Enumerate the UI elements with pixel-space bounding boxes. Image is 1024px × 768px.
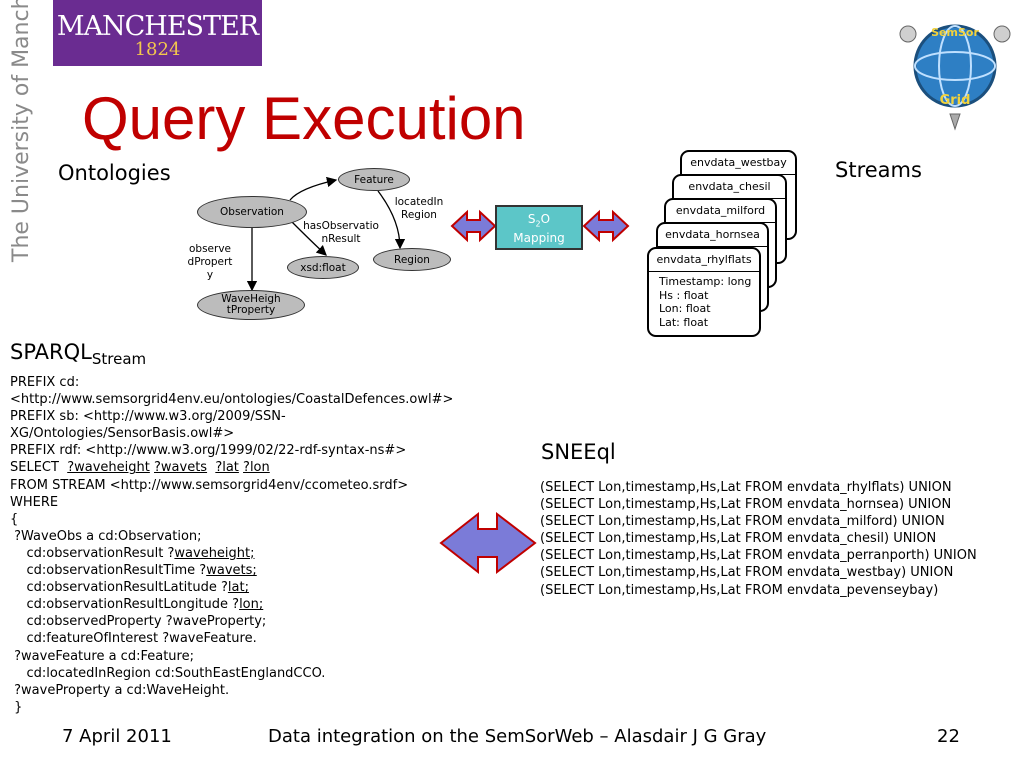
sparql-var: lat;	[227, 580, 249, 596]
ontologies-label: Ontologies	[58, 161, 171, 185]
sparql-line: }	[10, 699, 23, 715]
edge-label-has-observation-result: hasObservatio nResult	[303, 220, 379, 245]
double-arrow-icon	[439, 511, 537, 575]
sparql-line: FROM STREAM <http://www.semsorgrid4env/c…	[10, 477, 409, 493]
footer-page-number: 22	[937, 726, 960, 747]
sneeql-line: (SELECT Lon,timestamp,Hs,Lat FROM envdat…	[540, 548, 977, 564]
sparql-line: WHERE	[10, 494, 59, 510]
node-waveheight-property: WaveHeigh tProperty	[197, 290, 305, 320]
edge-label-located-in-region: locatedIn Region	[394, 196, 444, 221]
sneeql-line: (SELECT Lon,timestamp,Hs,Lat FROM envdat…	[540, 582, 939, 598]
sparql-line: cd:observationResultLongitude ?lon;	[10, 596, 453, 613]
sparql-var: lon;	[239, 597, 264, 613]
logo-year: 1824	[134, 39, 181, 60]
sneeql-line: (SELECT Lon,timestamp,Hs,Lat FROM envdat…	[540, 497, 952, 513]
streams-label: Streams	[835, 158, 922, 182]
mapping-s: S	[527, 212, 536, 226]
sneeql-line: (SELECT Lon,timestamp,Hs,Lat FROM envdat…	[540, 480, 952, 495]
node-region: Region	[373, 248, 451, 271]
edge-observation-feature	[289, 176, 338, 201]
sparql-line: cd:observationResult ?waveheight;	[10, 545, 453, 562]
sparql-query: PREFIX cd: <http://www.semsorgrid4env.eu/…	[10, 374, 453, 716]
sparql-line: PREFIX cd:	[10, 375, 80, 390]
edge-label-observed-property: observe dPropert y	[187, 243, 233, 281]
logo-name: MANCHESTER	[56, 11, 259, 42]
sneeql-heading: SNEEql	[541, 440, 616, 464]
sparql-heading: SPARQLStream	[10, 340, 146, 368]
sparql-line: cd:locatedInRegion cd:SouthEastEnglandCC…	[10, 665, 326, 681]
sparql-select-line: SELECT ?waveheight ?wavets ?lat ?lon	[10, 459, 453, 476]
stream-fields: Timestamp: long Hs : float Lon: float La…	[659, 275, 752, 329]
sparql-heading-text: SPARQL	[10, 340, 92, 364]
sparql-text: cd:observationResultLongitude ?	[10, 597, 240, 613]
sparql-line: XG/Ontologies/SensorBasis.owl#>	[10, 426, 235, 442]
sneeql-query: (SELECT Lon,timestamp,Hs,Lat FROM envdat…	[540, 479, 1024, 599]
sparql-line: ?waveProperty a cd:WaveHeight.	[10, 682, 230, 698]
select-keyword: SELECT	[10, 460, 64, 476]
sparql-line: {	[10, 511, 19, 527]
s2o-mapping-box: S2O Mapping	[495, 205, 583, 250]
select-var: ?lon	[243, 460, 270, 476]
select-var: ?wavets	[154, 460, 208, 476]
sparql-text: cd:observationResultTime ?	[10, 563, 207, 579]
slide-title: Query Execution	[82, 85, 526, 152]
sparql-line: cd:observedProperty ?waveProperty;	[10, 614, 267, 630]
sneeql-line: (SELECT Lon,timestamp,Hs,Lat FROM envdat…	[540, 531, 937, 547]
sneeql-line: (SELECT Lon,timestamp,Hs,Lat FROM envdat…	[540, 514, 945, 530]
edge-feature-region	[377, 190, 406, 250]
satellite-icon	[993, 25, 1011, 43]
select-var: ?waveheight	[67, 460, 150, 476]
mapping-label: Mapping	[513, 231, 565, 246]
mapping-o: O	[540, 212, 551, 226]
stream-name: envdata_chesil	[674, 176, 785, 199]
double-arrow-icon	[582, 209, 630, 243]
double-arrow-icon	[450, 209, 497, 243]
sneeql-line: (SELECT Lon,timestamp,Hs,Lat FROM envdat…	[540, 565, 954, 581]
sparql-line: ?WaveObs a cd:Observation;	[10, 528, 202, 544]
sparql-var: waveheight;	[174, 545, 255, 561]
sparql-line: PREFIX rdf: <http://www.w3.org/1999/02/2…	[10, 443, 407, 459]
sparql-line: cd:observationResultTime ?wavets;	[10, 562, 453, 579]
manchester-logo: MANCHESTER 1824	[53, 0, 262, 66]
sparql-var: wavets;	[206, 563, 257, 579]
sparql-line: ?waveFeature a cd:Feature;	[10, 648, 194, 664]
stream-name: envdata_milford	[666, 200, 775, 223]
mapping-sub: 2	[535, 219, 541, 229]
sparql-heading-sub: Stream	[91, 350, 147, 369]
sparql-line: cd:observationResultLatitude ?lat;	[10, 579, 453, 596]
edge-observation-xsdfloat	[291, 221, 327, 256]
semsorgrid-logo: SemSor Grid	[899, 24, 1011, 131]
sparql-line: PREFIX sb: <http://www.w3.org/2009/SSN-	[10, 409, 286, 425]
stream-name: envdata_westbay	[682, 152, 795, 175]
sparql-text: cd:observationResult ?	[10, 545, 175, 561]
footer-title: Data integration on the SemSorWeb – Alas…	[268, 726, 767, 747]
sparql-text: cd:observationResultLatitude ?	[10, 580, 228, 596]
node-feature: Feature	[338, 168, 410, 191]
satellite-icon	[899, 25, 917, 43]
node-xsd-float: xsd:float	[287, 256, 359, 279]
semsor-logo-bottom-text: Grid	[940, 93, 971, 108]
stream-name: envdata_rhylflats	[649, 249, 759, 272]
semsor-logo-top-text: SemSor	[931, 26, 979, 39]
footer-date: 7 April 2011	[62, 726, 172, 747]
select-var: ?lat	[215, 460, 239, 476]
stream-name: envdata_hornsea	[658, 224, 767, 247]
sparql-line: <http://www.semsorgrid4env.eu/ontologies…	[10, 392, 454, 408]
stream-card-rhylflats: envdata_rhylflats Timestamp: long Hs : f…	[647, 247, 761, 337]
sparql-line: cd:featureOfInterest ?waveFeature.	[10, 631, 257, 647]
node-observation: Observation	[197, 196, 307, 228]
